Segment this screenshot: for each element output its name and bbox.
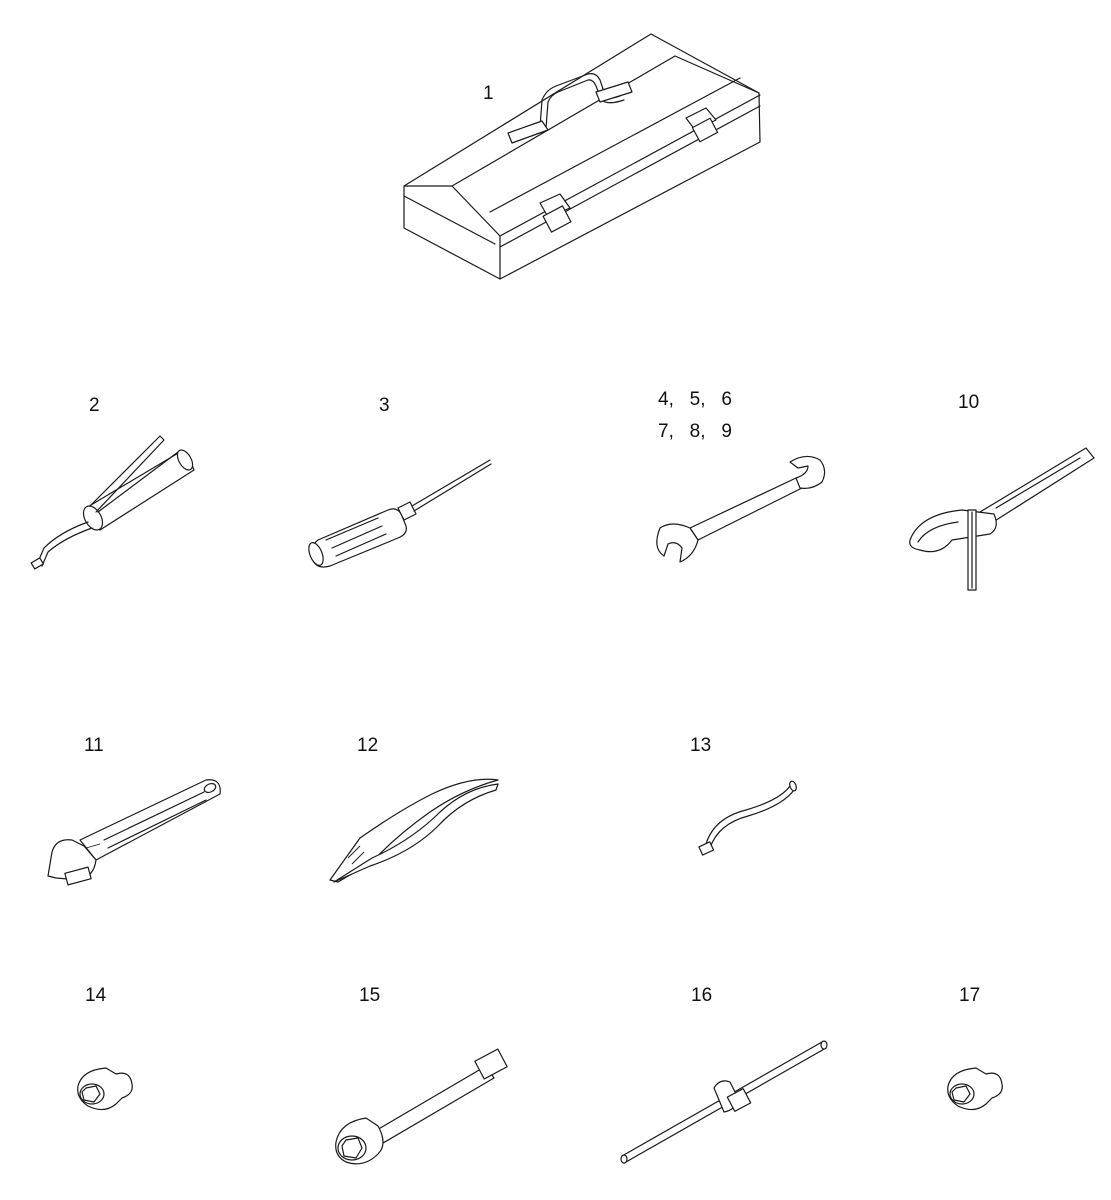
callout-14: 14 [85,985,107,1006]
callout-10: 10 [958,392,980,413]
callout-7-9: 7, 8, 9 [658,421,732,442]
grease-nozzle-tube-icon [698,780,797,856]
callout-16: 16 [691,985,713,1006]
callout-3: 3 [379,395,390,416]
toolbox-icon [403,33,761,280]
screwdriver-icon [308,459,492,568]
adjustable-wrench-icon [47,779,221,886]
grease-gun-icon [30,435,195,570]
filter-strap-wrench-icon [909,447,1095,591]
callout-1: 1 [483,83,494,104]
callout-17: 17 [959,985,981,1006]
callout-2: 2 [89,395,100,416]
callout-15: 15 [359,985,381,1006]
t-handle-icon [620,1040,828,1164]
callout-12: 12 [357,735,379,756]
open-end-wrench-icon [656,455,826,563]
callout-13: 13 [690,735,712,756]
socket-icon-17 [947,1067,1003,1111]
callout-11: 11 [84,735,104,756]
socket-extension-icon [335,1048,508,1165]
pliers-icon [329,778,499,883]
callout-4-6: 4, 5, 6 [658,389,732,410]
socket-icon-14 [77,1067,133,1111]
